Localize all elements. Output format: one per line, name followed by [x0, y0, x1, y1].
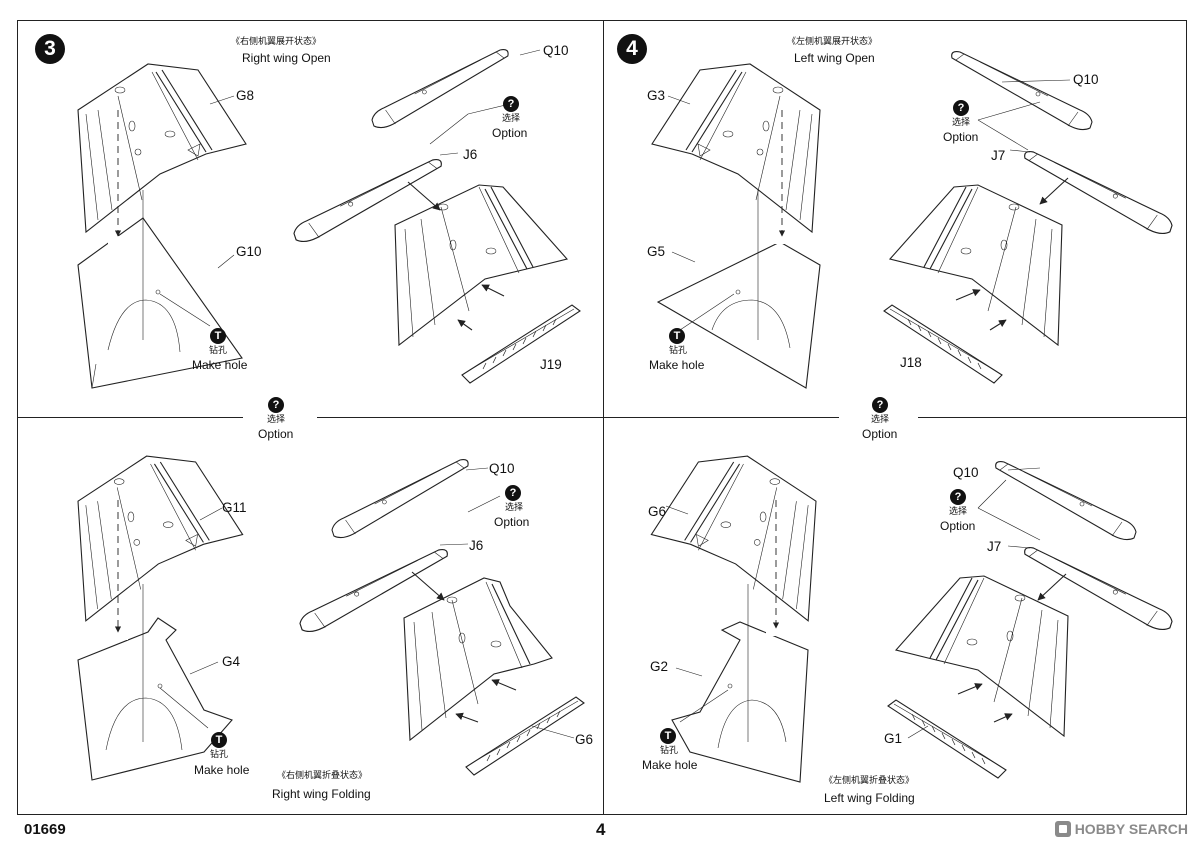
- hole-label-en: Make hole: [194, 763, 250, 777]
- option-label-en: Option: [258, 427, 294, 441]
- step-caption-cn: 《右侧机翼折叠状态》: [277, 771, 368, 781]
- step-caption-cn: 《左侧机翼展开状态》: [787, 37, 878, 47]
- step-number-badge: 4: [617, 34, 647, 64]
- part-label: Q10: [489, 461, 515, 476]
- drill-hole-icon: T: [669, 328, 685, 344]
- hole-label-cn: 钻孔: [669, 346, 688, 356]
- hobby-search-logo-icon: [1054, 821, 1071, 837]
- option-label-cn: 选择: [502, 114, 521, 124]
- hole-label-en: Make hole: [649, 358, 705, 372]
- question-circle-icon: ?: [268, 397, 284, 413]
- part-label: J7: [991, 148, 1006, 163]
- part-label: G4: [222, 654, 241, 669]
- part-label: J18: [900, 355, 922, 370]
- option-label-cn: 选择: [505, 503, 524, 513]
- option-label-en: Option: [943, 130, 979, 144]
- option-label-en: Option: [494, 515, 530, 529]
- question-circle-icon: ?: [953, 100, 969, 116]
- option-label-en: Option: [862, 427, 898, 441]
- part-label: J6: [469, 538, 484, 553]
- step-caption-cn: 《左侧机翼折叠状态》: [824, 776, 915, 786]
- question-circle-icon: ?: [872, 397, 888, 413]
- question-circle-icon: ?: [505, 485, 521, 501]
- step-caption-en: Left wing Folding: [824, 791, 915, 805]
- horizontal-divider-right-a: [603, 417, 839, 418]
- part-label: G1: [884, 731, 903, 746]
- step-caption-en: Right wing Folding: [272, 787, 371, 801]
- part-label: Q10: [953, 465, 979, 480]
- option-label-cn: 选择: [267, 415, 286, 425]
- part-label: G2: [650, 659, 669, 674]
- part-label: G11: [222, 500, 247, 515]
- part-label: G6: [575, 732, 594, 747]
- part-label: Q10: [1073, 72, 1099, 87]
- part-label: G10: [236, 244, 262, 259]
- drill-hole-icon: T: [210, 328, 226, 344]
- horizontal-divider-left-b: [317, 417, 603, 418]
- watermark-text: HOBBY SEARCH: [1074, 821, 1188, 837]
- step-number-badge: 3: [35, 34, 65, 64]
- hole-label-cn: 钻孔: [660, 746, 679, 756]
- step-caption-en: Left wing Open: [794, 51, 875, 65]
- drill-hole-icon: T: [211, 732, 227, 748]
- part-label: J7: [987, 539, 1002, 554]
- hole-label-cn: 钻孔: [209, 346, 228, 356]
- option-label-en: Option: [940, 519, 976, 533]
- part-label: J19: [540, 357, 562, 372]
- part-label: G3: [647, 88, 666, 103]
- step-caption-en: Right wing Open: [242, 51, 331, 65]
- option-label-cn: 选择: [871, 415, 890, 425]
- option-label-en: Option: [492, 126, 528, 140]
- option-label-cn: 选择: [952, 118, 971, 128]
- option-label-cn: 选择: [949, 507, 968, 517]
- horizontal-divider-right-b: [918, 417, 1187, 418]
- page-number: 4: [596, 820, 606, 839]
- part-label: G5: [647, 244, 666, 259]
- part-label: J6: [463, 147, 478, 162]
- question-circle-icon: ?: [950, 489, 966, 505]
- question-circle-icon: ?: [503, 96, 519, 112]
- kit-number: 01669: [24, 821, 66, 838]
- part-label: Q10: [543, 43, 569, 58]
- drill-hole-icon: T: [660, 728, 676, 744]
- hole-label-cn: 钻孔: [210, 750, 229, 760]
- step-caption-cn: 《右侧机翼展开状态》: [231, 37, 322, 47]
- hole-label-en: Make hole: [642, 758, 698, 772]
- part-label: G8: [236, 88, 255, 103]
- horizontal-divider-left-a: [17, 417, 243, 418]
- hole-label-en: Make hole: [192, 358, 248, 372]
- part-label: G6: [648, 504, 667, 519]
- watermark: HOBBY SEARCH: [1054, 821, 1188, 837]
